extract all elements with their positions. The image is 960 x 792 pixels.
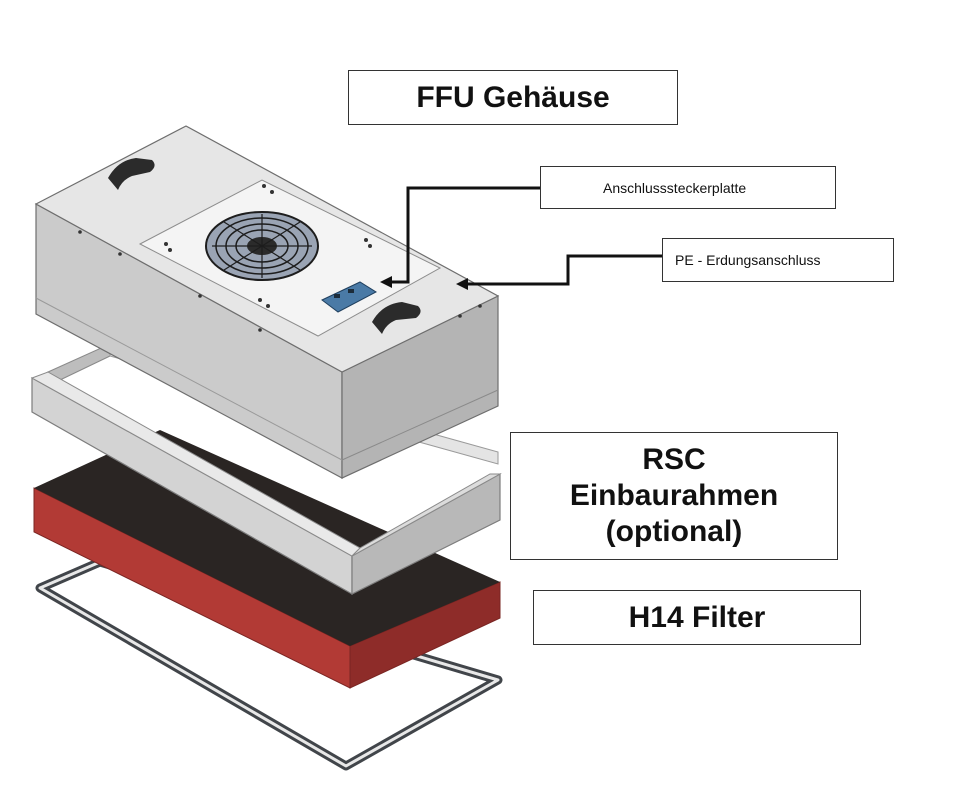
handle-right [372,302,421,334]
leader-pe-ground [456,254,662,290]
label-rsc-line3: (optional) [605,515,743,548]
label-pe-ground: PE - Erdungsanschluss [662,238,894,282]
label-ffu-housing-text: FFU Gehäuse [416,80,610,114]
h14-filter-block [33,430,501,689]
gasket-frame [35,557,503,771]
leader-connector-plate [380,186,540,288]
ffu-housing [34,125,500,480]
frame-rim-right [351,473,502,557]
label-h14-filter: H14 Filter [533,590,861,645]
label-pe-ground-text: PE - Erdungsanschluss [675,252,821,268]
label-ffu-housing: FFU Gehäuse [348,70,678,125]
fan-grille [205,211,319,281]
connector-plate [321,281,378,313]
fasteners [78,184,482,332]
label-connector-plate: Anschlusssteckerplatte [540,166,836,209]
label-rsc-frame: RSC Einbaurahmen (optional) [510,432,838,560]
label-rsc-line2: Einbaurahmen [569,479,779,512]
frame-back-wall-inner [46,343,111,381]
handle-left [108,158,155,190]
label-connector-plate-text: Anschlusssteckerplatte [603,179,747,196]
label-h14-filter-text: H14 Filter [628,600,766,634]
label-rsc-line1: RSC [642,443,706,476]
